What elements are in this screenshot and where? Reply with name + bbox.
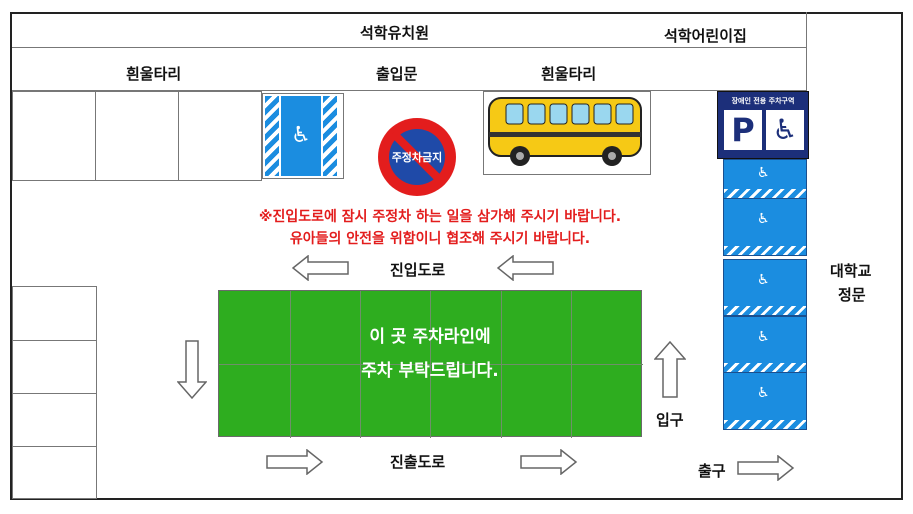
right-arrow-icon [737, 455, 795, 481]
up-arrow-icon [654, 341, 686, 398]
accessible-slot: ♿ [723, 316, 807, 373]
accessible-slot: ♿ [723, 198, 807, 256]
left-arrow-icon [292, 255, 349, 281]
wheelchair-icon: ♿ [757, 329, 770, 345]
kindergarten-label: 석학유치원 [360, 24, 430, 42]
parking-request-line-1: 이 곳 주차라인에 [369, 327, 491, 347]
parking-space [12, 286, 97, 341]
fence-right-label: 흰울타리 [541, 65, 597, 83]
no-parking-sign-icon [378, 118, 456, 196]
entry-road-label: 진입도로 [390, 261, 446, 279]
parking-lot-area [218, 290, 643, 438]
gate-main-label: 정문 [838, 286, 866, 304]
fence-line [12, 90, 807, 91]
left-arrow-icon [497, 255, 554, 281]
notice-line-2: 유아들의 안전을 위함이니 협조해 주시기 바랍니다. [289, 231, 591, 247]
road-divider [12, 47, 807, 48]
accessible-sign-caption: 장애인 전용 주차구역 [731, 97, 795, 105]
band-edge [806, 12, 807, 90]
wheelchair-icon: ♿ [757, 385, 770, 401]
wheelchair-icon: ♿ [757, 272, 770, 288]
accessible-slot: ♿ [723, 372, 807, 430]
university-label: 대학교 [830, 262, 872, 280]
wheelchair-icon: ♿ [766, 110, 804, 150]
daycare-label: 석학어린이집 [664, 27, 747, 45]
accessible-slot: ♿ [723, 259, 807, 316]
exit-label: 출구 [698, 462, 726, 480]
parking-space [178, 91, 262, 181]
accessible-parking-space: ♿ [262, 93, 344, 179]
accessible-parking-sign: 장애인 전용 주차구역 P ♿ [717, 91, 809, 159]
no-parking-text: 주정차금지 [391, 151, 443, 164]
map-frame [10, 12, 903, 500]
gate-label: 출입문 [376, 65, 418, 83]
parking-space [12, 393, 97, 447]
accessible-slot: ♿ [723, 159, 807, 199]
wheelchair-icon: ♿ [757, 211, 770, 227]
down-arrow-icon [177, 340, 207, 400]
parking-space [95, 91, 179, 181]
school-bus-icon [488, 97, 642, 166]
parking-space [12, 340, 97, 394]
right-arrow-icon [266, 449, 324, 475]
right-arrow-icon [520, 449, 578, 475]
wheelchair-icon: ♿ [757, 165, 770, 181]
parking-request-line-2: 주차 부탁드립니다. [361, 361, 499, 381]
parking-space [12, 91, 96, 181]
fence-left-label: 흰울타리 [126, 65, 182, 83]
exit-road-label: 진출도로 [390, 453, 446, 471]
wheelchair-icon: ♿ [281, 96, 321, 176]
parking-space [12, 446, 97, 499]
parking-letter: P [724, 110, 762, 150]
notice-line-1: ※진입도로에 잠시 주정차 하는 일을 삼가해 주시기 바랍니다. [258, 209, 622, 225]
bus-zone [483, 91, 651, 175]
entrance-label: 입구 [656, 411, 684, 429]
